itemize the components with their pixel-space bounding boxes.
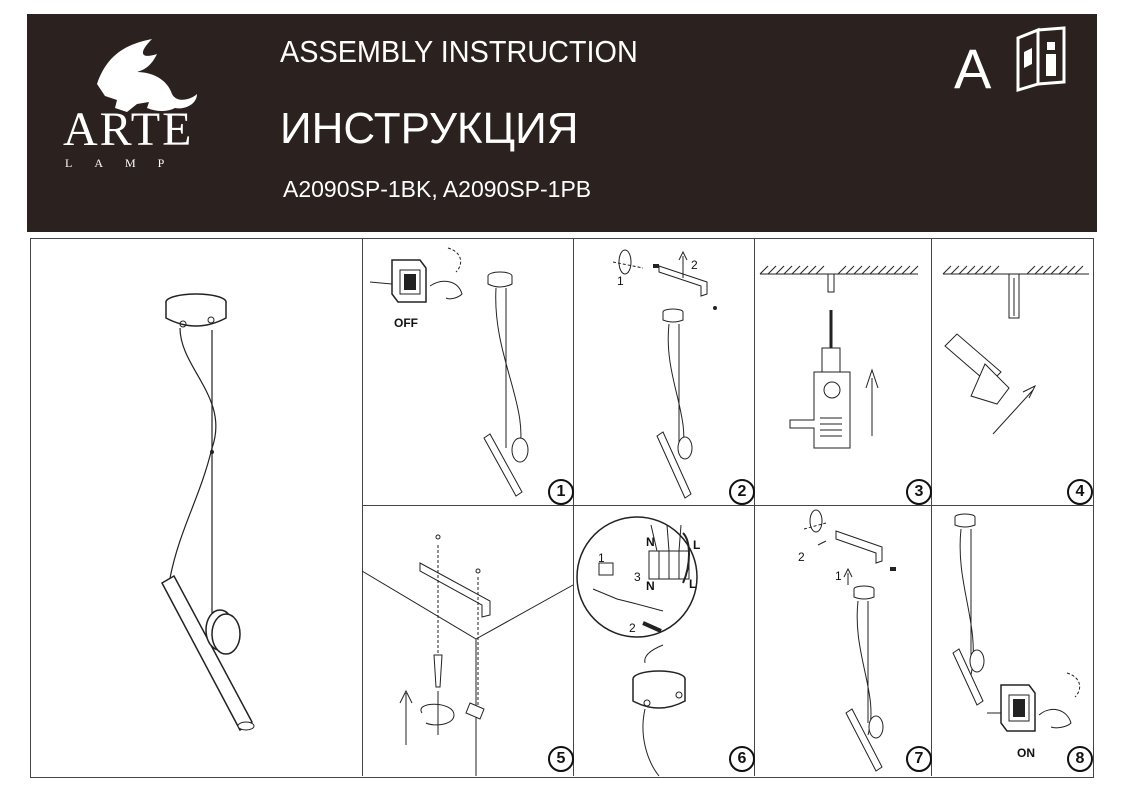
instruction-frame: [30, 238, 1094, 778]
model-numbers: A2090SP-1BK, A2090SP-1PB: [283, 176, 592, 202]
title-russian: ИНСТРУКЦИЯ: [280, 104, 579, 153]
step-number-5: 5: [548, 746, 574, 772]
griffin-logo: [97, 39, 197, 112]
divider-4: [931, 238, 932, 776]
divider-3: [754, 238, 755, 776]
step7-label-1: 1: [835, 569, 842, 583]
brand-name: ARTE: [63, 103, 194, 156]
divider-2: [573, 238, 574, 776]
step6-label-1: 1: [598, 551, 605, 565]
step-number-3: 3: [906, 479, 932, 505]
header-banner: ARTE LAMP ASSEMBLY INSTRUCTION ИНСТРУКЦИ…: [27, 14, 1097, 232]
step-number-4: 4: [1067, 479, 1093, 505]
step6-label-3: 3: [634, 570, 641, 584]
title-english: ASSEMBLY INSTRUCTION: [280, 34, 638, 69]
step-number-2: 2: [729, 479, 755, 505]
step8-switch-on-illustration: [952, 513, 1081, 732]
info-book-icon: [1016, 26, 1066, 93]
step1-switch-off-illustration: [369, 247, 529, 497]
step6-wiring-illustration: [576, 516, 698, 777]
step5-bracket-mount-illustration: [361, 534, 574, 776]
step6-label-2: 2: [629, 621, 636, 635]
step4-hammer-illustration: [942, 265, 1089, 435]
step7-label-2: 2: [798, 550, 805, 564]
row-divider: [362, 505, 1093, 506]
step-number-7: 7: [906, 746, 932, 772]
step6-wire-n-bottom: N: [646, 579, 655, 593]
language-letter: A: [954, 37, 992, 100]
step-number-6: 6: [729, 746, 755, 772]
step-number-8: 8: [1067, 746, 1093, 772]
step6-wire-n-top: N: [646, 535, 655, 549]
step2-bracket-removal-illustration: [612, 249, 717, 499]
step1-off-label: OFF: [394, 316, 418, 330]
step6-wire-l-bottom: L: [689, 577, 697, 591]
brand-sub: LAMP: [65, 156, 187, 170]
step6-wire-l-top: L: [693, 538, 701, 552]
step7-fixing-illustration: [803, 509, 896, 772]
step8-on-label: ON: [1017, 746, 1035, 760]
step3-drill-illustration: [759, 265, 919, 449]
pendant-lamp-illustration: [160, 293, 255, 732]
step-number-1: 1: [548, 479, 574, 505]
step2-label-1: 1: [617, 274, 624, 288]
divider-1: [362, 238, 363, 776]
step2-label-2: 2: [691, 258, 698, 272]
